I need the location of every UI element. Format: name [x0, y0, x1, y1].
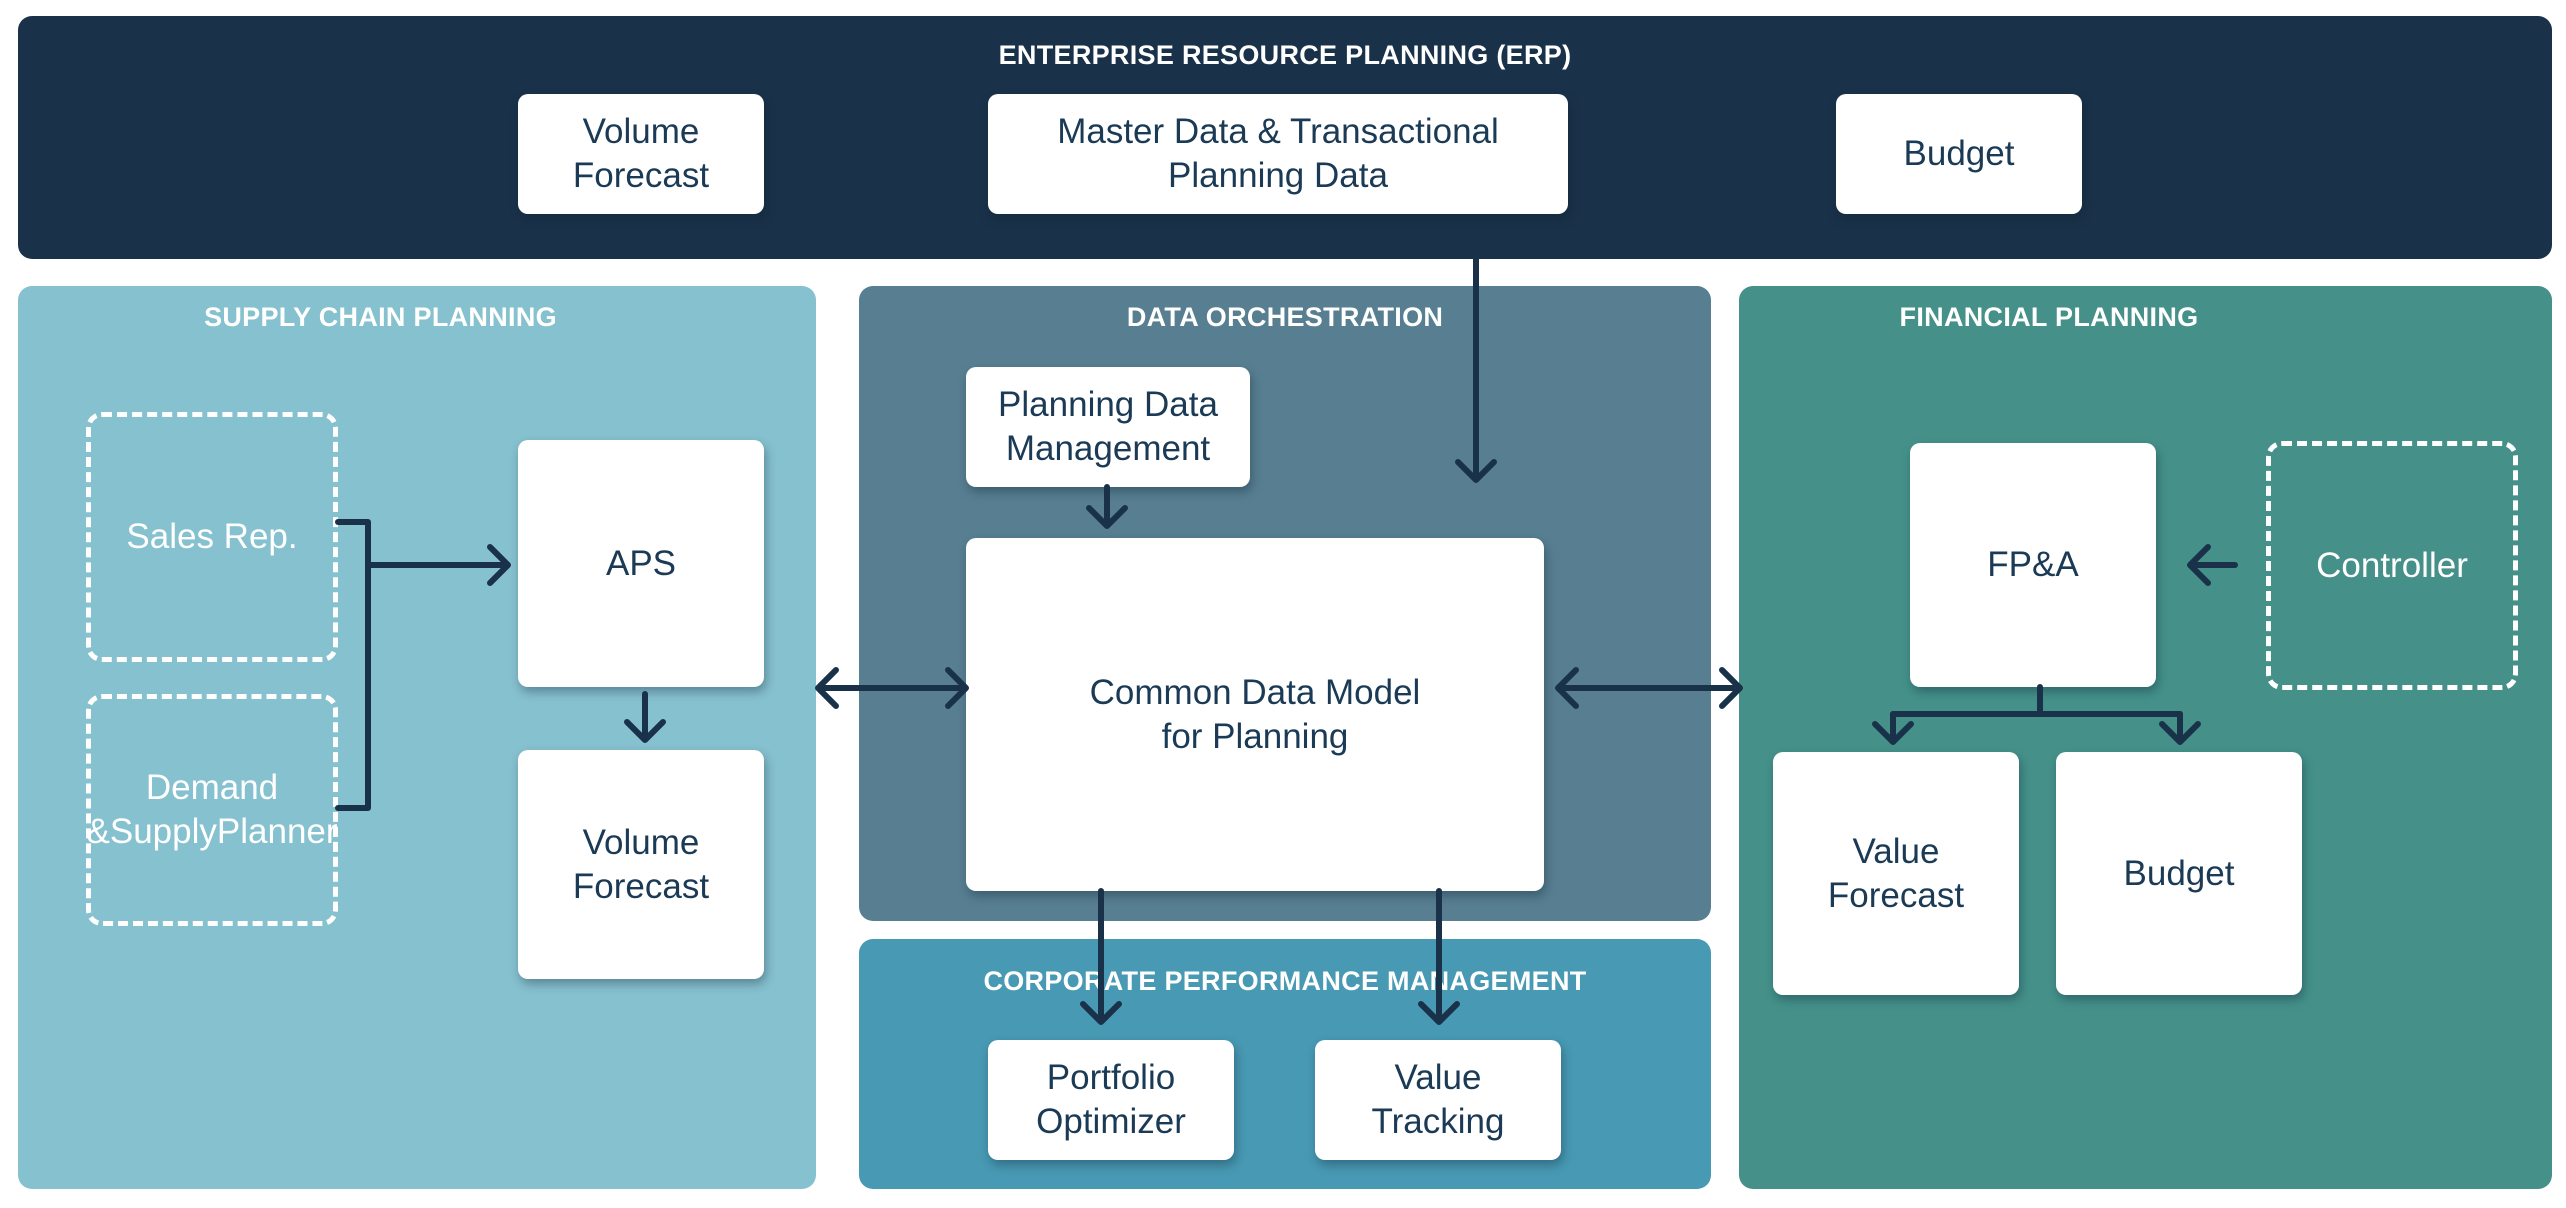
pdm-line1: Planning Data: [998, 385, 1218, 425]
scp-volume-forecast-line1: Volume: [582, 822, 700, 862]
sales-rep-box: Sales Rep.: [86, 412, 338, 662]
scp-volume-forecast-line2: Forecast: [572, 866, 710, 906]
portfolio-line2: Optimizer: [1036, 1102, 1186, 1141]
fin-budget-box: Budget: [2056, 752, 2302, 995]
aps-box: APS: [518, 440, 764, 687]
controller-box: Controller: [2266, 441, 2518, 690]
cpm-panel: CORPORATE PERFORMANCE MANAGEMENT: [859, 939, 1711, 1189]
master-data-line2: Planning Data: [1168, 156, 1388, 195]
value-tracking-line2: Tracking: [1371, 1102, 1505, 1141]
data-orchestration-title: DATA ORCHESTRATION: [1126, 302, 1444, 332]
supply-chain-title: SUPPLY CHAIN PLANNING: [204, 302, 557, 332]
supply-chain-panel: SUPPLY CHAIN PLANNING: [18, 286, 816, 1189]
erp-title: ENTERPRISE RESOURCE PLANNING (ERP): [998, 40, 1572, 70]
cpm-title: CORPORATE PERFORMANCE MANAGEMENT: [983, 966, 1587, 996]
planner-line2: Supply: [109, 812, 217, 851]
cdm-line2: for Planning: [1161, 716, 1349, 756]
planner-line1: Demand &: [86, 768, 279, 851]
value-tracking-line1: Value: [1394, 1058, 1482, 1098]
master-data-line1: Master Data & Transactional: [1057, 112, 1499, 152]
financial-planning-panel: FINANCIAL PLANNING: [1739, 286, 2552, 1189]
value-forecast-line1: Value: [1852, 831, 1940, 871]
aps-label: APS: [605, 543, 677, 583]
portfolio-line1: Portfolio: [1046, 1058, 1176, 1098]
demand-supply-planner-box: Demand &SupplyPlanner: [86, 694, 338, 926]
erp-budget-label: Budget: [1903, 134, 2015, 174]
controller-label: Controller: [2316, 545, 2468, 585]
erp-budget-box: Budget: [1836, 94, 2082, 214]
pdm-line2: Management: [1005, 429, 1211, 468]
erp-volume-forecast-line2: Forecast: [572, 156, 710, 195]
fin-budget-label: Budget: [2123, 853, 2235, 893]
sales-rep-label: Sales Rep.: [126, 517, 298, 557]
planner-line3: Planner: [216, 812, 338, 851]
value-forecast-line2: Forecast: [1827, 875, 1965, 915]
financial-planning-title: FINANCIAL PLANNING: [1899, 302, 2199, 332]
fpa-label: FP&A: [1987, 545, 2079, 585]
erp-volume-forecast-line1: Volume: [582, 112, 700, 152]
fpa-box: FP&A: [1910, 443, 2156, 687]
cdm-line1: Common Data Model: [1089, 672, 1421, 712]
